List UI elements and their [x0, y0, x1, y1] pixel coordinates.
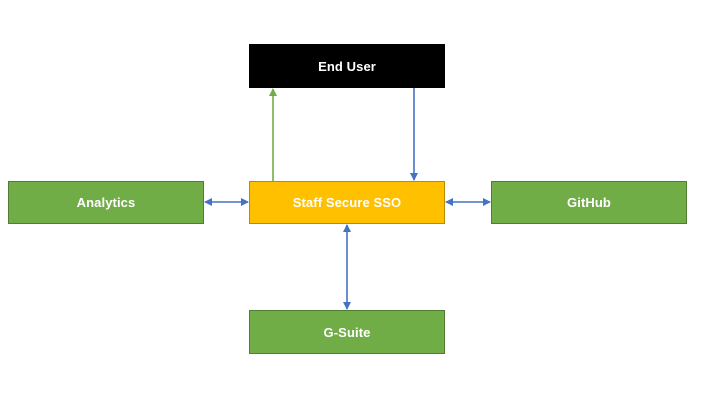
- node-staff-secure-sso: Staff Secure SSO: [249, 181, 445, 224]
- node-analytics: Analytics: [8, 181, 204, 224]
- node-end-user: End User: [249, 44, 445, 88]
- node-github: GitHub: [491, 181, 687, 224]
- node-gsuite-label: G-Suite: [323, 324, 371, 340]
- node-end-user-label: End User: [318, 58, 376, 74]
- node-analytics-label: Analytics: [76, 195, 136, 210]
- node-sso-label: Staff Secure SSO: [292, 195, 402, 210]
- node-g-suite: G-Suite: [249, 310, 445, 354]
- node-github-label: GitHub: [567, 195, 611, 210]
